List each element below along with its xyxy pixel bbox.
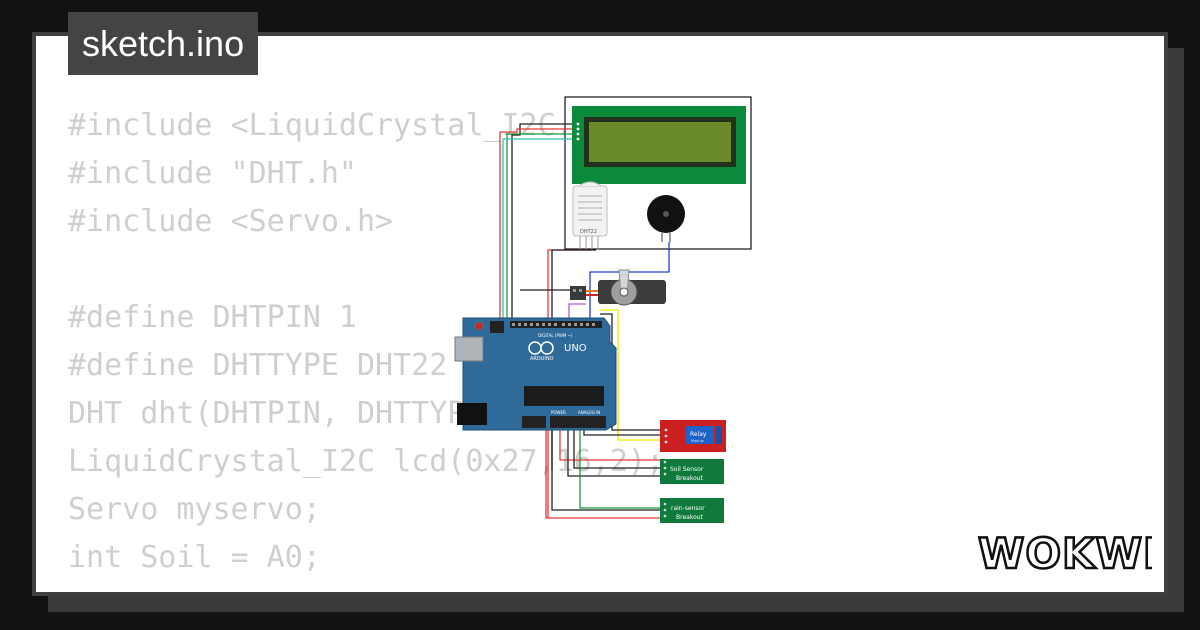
code-line: #include "DHT.h" [68,156,357,191]
arduino-uno-board[interactable]: DIGITAL (PWM ~) UNO ARDUINO POWER ANALOG… [454,317,617,431]
code-line: int Soil = A0; [68,540,321,575]
wires [499,123,670,519]
servo-motor[interactable] [570,269,666,306]
sketch-title: sketch.ino [68,12,259,75]
relay-module[interactable]: Relay Module [660,420,726,452]
dht22-sensor[interactable]: DHT22 [572,181,608,250]
code-line: #include <Servo.h> [68,204,394,239]
digital-header-label: DIGITAL (PWM ~) [538,333,573,338]
soil-label-2: Breakout [676,475,704,482]
soil-sensor-breakout[interactable]: Soil Sensor Breakout [660,459,724,484]
code-background: #include <LiquidCrystal_I2C.h> #include "… [68,102,665,592]
board-brand-label: ARDUINO [530,356,554,362]
rain-label-2: Breakout [676,514,704,521]
rain-sensor-breakout[interactable]: rain-sensor Breakout [660,498,724,523]
relay-sublabel: Module [691,439,704,443]
lcd-display[interactable] [572,106,746,184]
board-model-label: UNO [564,343,587,354]
dht-label: DHT22 [580,229,597,235]
relay-label: Relay [690,431,707,438]
code-line: #define DHTPIN 1 [68,300,357,335]
soil-label-1: Soil Sensor [670,466,704,473]
wokwi-logo-text: WOKWI [978,529,1152,576]
wokwi-logo: WOKWI [977,528,1152,576]
analog-header-label: ANALOG IN [578,410,600,415]
code-line: int Relay = 8; [68,582,664,592]
buzzer[interactable] [647,195,685,242]
power-header-label: POWER [551,410,566,415]
code-line: Servo myservo; [68,492,321,527]
code-line: LiquidCrystal_I2C lcd(0x27,16,2); [68,444,665,479]
code-line: #define DHTTYPE DHT22 [68,348,448,383]
code-line: #include <LiquidCrystal_I2C.h> [68,108,610,143]
rain-label-1: rain-sensor [671,505,705,512]
